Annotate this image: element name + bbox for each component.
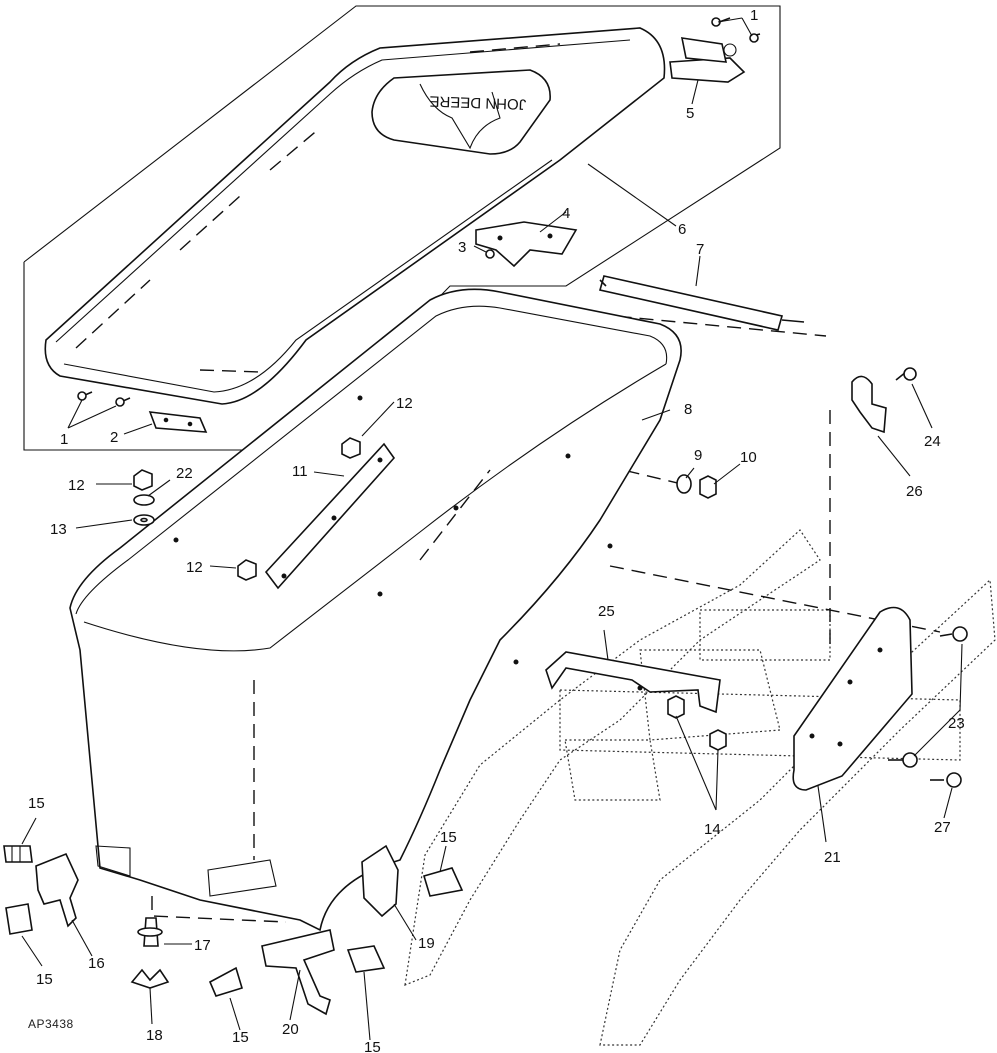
- callout-1-bottom: 1: [60, 431, 68, 448]
- callout-20: 20: [282, 1021, 299, 1038]
- washer-13: [133, 514, 155, 526]
- latch-bracket: [475, 221, 578, 268]
- callout-11: 11: [292, 463, 308, 480]
- callout-10: 10: [740, 449, 757, 466]
- knob-15-bottom-center: [208, 966, 243, 997]
- callout-23: 23: [948, 715, 965, 732]
- john-deere-logo-plate: JOHN DEERE: [371, 69, 551, 155]
- callouts: 1 5 6 4 3 7 8 12 11 12 22 13 12 1 2 9 10…: [28, 7, 965, 1053]
- callout-5: 5: [686, 105, 694, 122]
- callout-19: 19: [418, 935, 435, 952]
- callout-4: 4: [562, 205, 570, 222]
- bolt-23-upper: [939, 626, 968, 642]
- knob-15-bottom-right: [346, 945, 386, 973]
- strip: [264, 442, 396, 590]
- plate-21: [792, 606, 913, 791]
- callout-13: 13: [50, 521, 67, 538]
- washer-22: [133, 494, 155, 506]
- bracket-16: [35, 852, 79, 928]
- bolt-23-lower: [888, 752, 918, 768]
- callout-18: 18: [146, 1027, 163, 1044]
- bracket-25: [545, 651, 721, 714]
- callout-9: 9: [694, 447, 702, 464]
- nut-lower: [237, 559, 257, 581]
- leader-lines: [21, 17, 963, 1041]
- lid-frame: [23, 5, 781, 451]
- callout-22: 22: [176, 465, 193, 482]
- callout-2: 2: [110, 429, 118, 446]
- clip-26: [851, 375, 887, 434]
- callout-3: 3: [458, 239, 466, 256]
- support-rod: [598, 275, 805, 331]
- callout-15-bottom-left: 15: [36, 971, 53, 988]
- callout-12-upper: 12: [396, 395, 413, 412]
- stud-17: [137, 917, 163, 947]
- callout-14: 14: [704, 821, 721, 838]
- callout-15-bottom-right: 15: [364, 1039, 381, 1053]
- callout-12-lower: 12: [186, 559, 203, 576]
- callout-1-top: 1: [750, 7, 758, 24]
- callout-15-top-left: 15: [28, 795, 45, 812]
- bolt-27: [930, 772, 962, 788]
- nut-10: [699, 475, 717, 499]
- callout-25: 25: [598, 603, 615, 620]
- bin: [69, 288, 682, 932]
- knob-15-bottom-left: [5, 903, 33, 935]
- nut-upper: [341, 437, 361, 459]
- callout-8: 8: [684, 401, 692, 418]
- callout-12-left: 12: [68, 477, 85, 494]
- callout-26: 26: [906, 483, 923, 500]
- bolt-24: [895, 367, 917, 381]
- logo-text: JOHN DEERE: [429, 92, 526, 112]
- callout-15-right: 15: [440, 829, 457, 846]
- callout-7: 7: [696, 241, 704, 258]
- nut-left: [133, 469, 153, 491]
- knob-15-right: [423, 867, 464, 897]
- knob-15-top-left: [3, 845, 33, 863]
- bracket-20: [261, 929, 335, 1016]
- lid-screws-lower: [77, 391, 208, 433]
- callout-27: 27: [934, 819, 951, 836]
- callout-16: 16: [88, 955, 105, 972]
- washer-9: [676, 474, 692, 494]
- wingnut-18: [130, 968, 170, 989]
- bracket-19: [361, 844, 399, 918]
- callout-24: 24: [924, 433, 941, 450]
- nuts-14: [667, 695, 727, 751]
- callout-6: 6: [678, 221, 686, 238]
- callout-17: 17: [194, 937, 211, 954]
- hinge: [669, 37, 746, 83]
- figure-id: AP3438: [28, 1017, 74, 1031]
- callout-15-bottom-center: 15: [232, 1029, 249, 1046]
- callout-21: 21: [824, 849, 841, 866]
